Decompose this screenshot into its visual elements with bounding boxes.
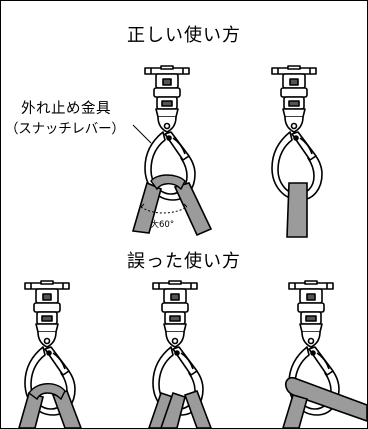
wrong-hook-1 <box>18 280 82 428</box>
sling-right <box>173 182 213 237</box>
sling-single <box>286 182 308 238</box>
correct-usage-heading: 正しい使い方 <box>127 25 241 46</box>
sling-left <box>131 181 162 234</box>
label-leader-line <box>132 124 152 144</box>
max-angle-label: 最大60° <box>142 220 175 230</box>
snatch-lever-label: 外れ止め金具 <box>21 101 111 117</box>
correct-hook-single-sling <box>271 65 323 238</box>
snatch-lever-alt-label: （スナッチレバー） <box>5 121 125 137</box>
correct-hook-two-slings <box>131 65 213 237</box>
wrong-usage-heading: 誤った使い方 <box>127 251 241 272</box>
wrong-hook-3 <box>282 280 367 428</box>
wrong-hook-2 <box>148 280 212 428</box>
